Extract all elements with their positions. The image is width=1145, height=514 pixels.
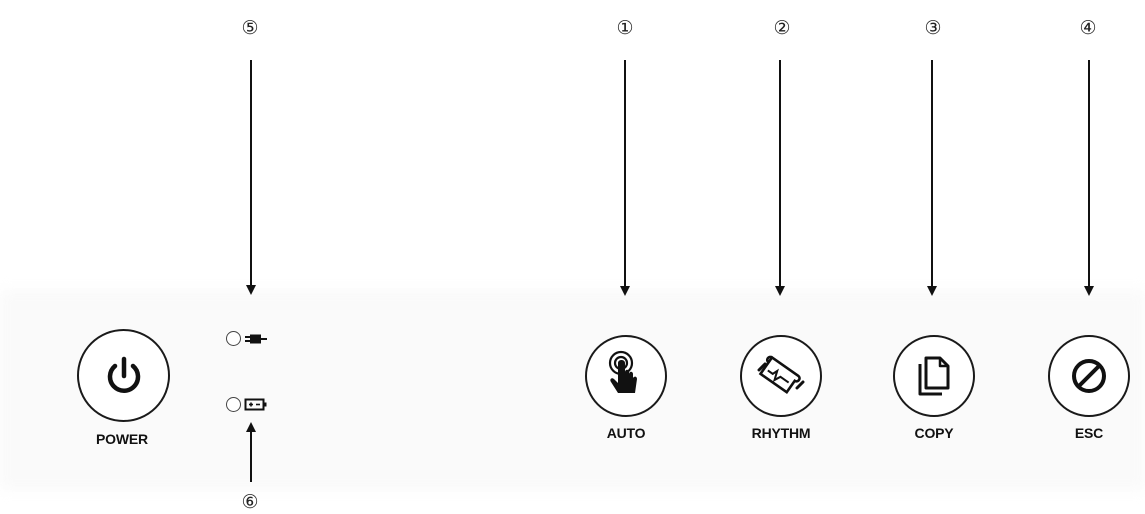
callout-1: ① (616, 17, 634, 39)
callout-4: ④ (1079, 17, 1097, 39)
copy-button[interactable] (893, 335, 975, 417)
plug-icon (245, 334, 267, 344)
rhythm-label: RHYTHM (751, 425, 811, 441)
power-label: POWER (96, 431, 148, 447)
ac-power-led (226, 331, 241, 346)
rhythm-strip-icon (757, 355, 805, 395)
power-button[interactable] (77, 329, 170, 422)
copy-label: COPY (914, 425, 954, 441)
auto-button[interactable] (585, 335, 667, 417)
cancel-icon (1072, 359, 1106, 393)
callout-6: ⑥ (241, 491, 259, 513)
copy-pages-icon (918, 356, 950, 396)
callout-3: ③ (924, 17, 942, 39)
power-icon (107, 356, 140, 393)
callout-2: ② (773, 17, 791, 39)
battery-icon (244, 398, 267, 411)
battery-led (226, 397, 241, 412)
auto-label: AUTO (606, 425, 646, 441)
touch-hand-icon (608, 350, 637, 393)
esc-label: ESC (1074, 425, 1104, 441)
rhythm-button[interactable] (740, 335, 822, 417)
callout-5: ⑤ (241, 17, 259, 39)
esc-button[interactable] (1048, 335, 1130, 417)
